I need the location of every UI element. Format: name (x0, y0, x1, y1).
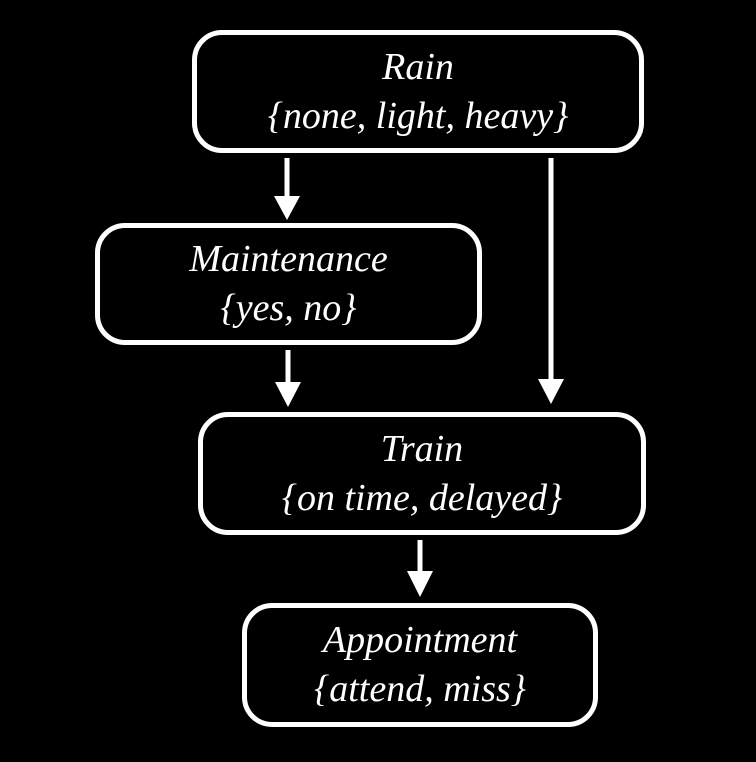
node-rain-label: Rain (382, 45, 454, 88)
node-train: Train {on time, delayed} (198, 412, 646, 535)
arrowhead-icon (407, 571, 433, 597)
node-maintenance: Maintenance {yes, no} (95, 223, 482, 345)
node-appointment: Appointment {attend, miss} (242, 603, 598, 727)
node-appointment-domain: {attend, miss} (314, 668, 526, 710)
node-train-label: Train (380, 427, 464, 470)
arrowhead-icon (274, 196, 300, 220)
arrowhead-icon (275, 382, 301, 407)
node-train-domain: {on time, delayed} (281, 476, 563, 519)
edge-rain-train (538, 158, 564, 404)
arrowhead-icon (538, 379, 564, 404)
node-rain: Rain {none, light, heavy} (192, 30, 644, 153)
edge-rain-maintenance (274, 158, 300, 220)
node-maintenance-label: Maintenance (189, 238, 388, 281)
edge-maintenance-train (275, 350, 301, 407)
node-appointment-label: Appointment (322, 619, 518, 662)
edge-train-appointment (407, 540, 433, 597)
node-rain-domain: {none, light, heavy} (267, 94, 569, 137)
node-maintenance-domain: {yes, no} (220, 287, 357, 329)
